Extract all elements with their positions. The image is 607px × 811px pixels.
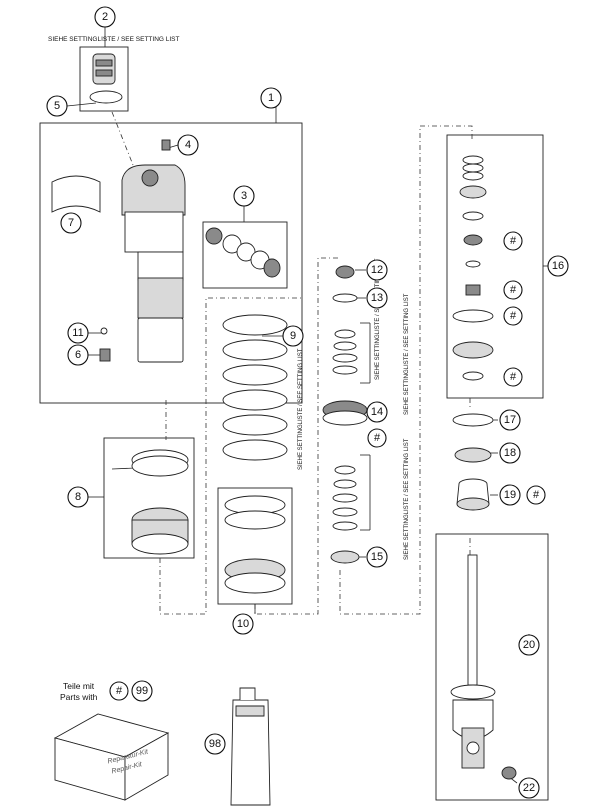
- svg-text:7: 7: [68, 217, 74, 229]
- setting-note-spring: SIEHE SETTINGLISTE / SEE SETTING LIST: [298, 348, 304, 470]
- adjusting-ring: [111, 449, 189, 555]
- hash-16b: #: [503, 280, 523, 300]
- spring-retainer-10: [224, 495, 286, 594]
- svg-text:9: 9: [290, 330, 296, 342]
- callout-18: 18: [499, 442, 521, 464]
- setting-note-stack-upper: SIEHE SETTINGLISTE / SEE SETTING LIST: [375, 258, 381, 380]
- spring-9: [222, 314, 288, 461]
- o-ring-5: [89, 90, 123, 104]
- svg-text:17: 17: [504, 414, 516, 426]
- callout-9: 9: [282, 325, 304, 347]
- svg-text:#: #: [510, 284, 517, 296]
- svg-text:3: 3: [241, 190, 247, 202]
- svg-text:10: 10: [237, 618, 249, 630]
- o-ring-17: [452, 413, 494, 427]
- callout-12: 12: [366, 259, 388, 281]
- svg-text:#: #: [510, 235, 517, 247]
- part-20-frame: [435, 533, 549, 801]
- svg-text:6: 6: [75, 349, 81, 361]
- bushing-22: [501, 766, 517, 780]
- setting-note-right: SIEHE SETTINGLISTE / SEE SETTING LIST: [404, 293, 410, 415]
- legend-line2: Parts with: [60, 692, 98, 702]
- bolt-4: [161, 139, 171, 151]
- svg-text:13: 13: [371, 292, 383, 304]
- callout-17: 17: [499, 409, 521, 431]
- callout-15: 15: [366, 546, 388, 568]
- callout-19: 19: [499, 484, 521, 506]
- callout-6: 6: [67, 344, 89, 366]
- callout-1: 1: [260, 87, 282, 109]
- svg-text:11: 11: [72, 327, 83, 339]
- part-8-frame: [103, 437, 195, 559]
- svg-text:1: 1: [268, 92, 274, 104]
- svg-text:2: 2: [102, 11, 108, 23]
- svg-text:#: #: [116, 685, 123, 697]
- svg-text:#: #: [510, 310, 517, 322]
- hash-16c: #: [503, 306, 523, 326]
- piston-rod-20: [450, 554, 496, 769]
- callout-4: 4: [177, 134, 199, 156]
- protective-sleeve: [51, 175, 101, 213]
- legend-line1: Teile mit: [63, 681, 95, 691]
- callout-7: 7: [60, 212, 82, 234]
- svg-text:12: 12: [371, 264, 383, 276]
- callout-98: 98: [204, 733, 226, 755]
- callout-20: 20: [518, 634, 540, 656]
- svg-text:#: #: [374, 432, 381, 444]
- valve-assembly-16: [452, 155, 494, 381]
- hash-14: #: [367, 428, 387, 448]
- legend-number-99: 99: [131, 680, 153, 702]
- part-3-frame: [202, 221, 288, 289]
- svg-text:#: #: [510, 371, 517, 383]
- callout-13: 13: [366, 287, 388, 309]
- callout-5: 5: [46, 95, 68, 117]
- setting-note-stack-lower: SIEHE SETTINGLISTE / SEE SETTING LIST: [404, 438, 410, 560]
- svg-text:18: 18: [504, 447, 516, 459]
- washer-11: [100, 327, 108, 335]
- svg-text:5: 5: [54, 100, 60, 112]
- bump-rubber-19: [456, 478, 490, 511]
- repair-kit-box: [53, 713, 170, 801]
- part-16-frame: [446, 134, 544, 399]
- callout-22: 22: [518, 777, 540, 799]
- svg-text:4: 4: [185, 139, 191, 151]
- svg-text:15: 15: [371, 551, 383, 563]
- legend-hash: #: [109, 681, 129, 701]
- screw-6: [99, 348, 111, 362]
- main-shock-frame: [39, 122, 303, 404]
- svg-text:#: #: [533, 489, 540, 501]
- svg-text:14: 14: [371, 406, 383, 418]
- hash-16d: #: [503, 367, 523, 387]
- callout-3: 3: [233, 185, 255, 207]
- svg-text:19: 19: [504, 489, 516, 501]
- callout-16: 16: [547, 255, 569, 277]
- svg-text:20: 20: [523, 639, 535, 651]
- shock-body: [121, 164, 186, 363]
- hash-19: #: [526, 485, 546, 505]
- callout-11: 11: [67, 322, 89, 344]
- svg-text:98: 98: [209, 738, 221, 750]
- piston-stack: [322, 265, 368, 564]
- oil-can: [230, 687, 271, 806]
- part-2-frame: [79, 46, 129, 112]
- callout-10: 10: [232, 613, 254, 635]
- seal-head-18: [454, 447, 492, 463]
- setting-note-top: SIEHE SETTINGLISTE / SEE SETTING LIST: [48, 36, 180, 43]
- svg-text:99: 99: [136, 685, 148, 697]
- hash-16a: #: [503, 231, 523, 251]
- callout-8: 8: [67, 486, 89, 508]
- svg-text:16: 16: [552, 260, 564, 272]
- callout-14: 14: [366, 401, 388, 423]
- adjuster-part: [92, 53, 116, 85]
- dashed-connection-top: [111, 111, 473, 615]
- callout-2: 2: [94, 6, 116, 28]
- svg-text:8: 8: [75, 491, 81, 503]
- svg-text:22: 22: [523, 782, 535, 794]
- seal-set-3: [205, 227, 281, 278]
